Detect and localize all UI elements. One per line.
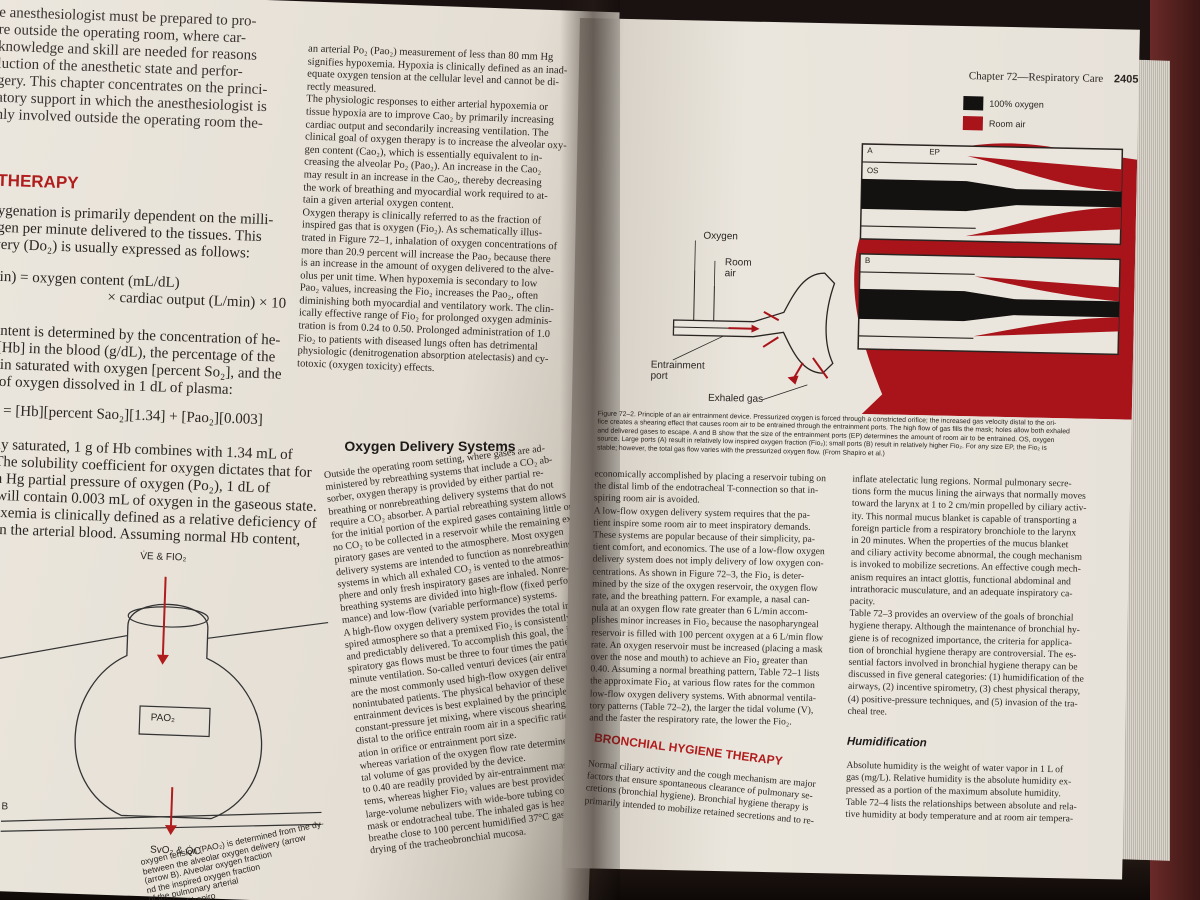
diagram-label-b: B (1, 801, 9, 813)
oxygen-label: Oxygen (703, 230, 739, 243)
inflow-arrow (161, 576, 167, 657)
oxygenation-text: xygenation is primarily dependent on the… (0, 202, 274, 263)
chapter-title: Chapter 72—Respiratory Care (968, 70, 1104, 85)
exhaled-gas-label: Exhaled gas (707, 392, 764, 405)
humidification-text: Absolute humidity is the weight of water… (845, 760, 1077, 826)
pao2-label: PAO₂ (150, 712, 176, 725)
formula-oxygen-delivery: min) = oxygen content (mL/dL) × cardiac … (0, 268, 287, 312)
legend-swatch (963, 96, 984, 111)
entrainment-port-label: Entrainment port (650, 359, 705, 382)
panel-a-label: A (867, 146, 873, 156)
content-text: content is determined by the concentrati… (0, 322, 283, 400)
formula-oxygen-content: O₂ = [Hb][percent Sao₂][1.34] + [Pao₂][0… (0, 402, 264, 429)
intro-text: e anesthesiologist must be prepared to p… (0, 5, 270, 133)
ve-fio2-label: V̇E & FIO₂ (140, 550, 187, 564)
room-air-label: Room air (724, 257, 752, 280)
outflow-arrow (169, 787, 174, 828)
humidification-heading: Humidification (846, 735, 927, 750)
left-page: e anesthesiologist must be prepared to p… (0, 0, 620, 900)
air-entrainment-figure (672, 143, 1138, 420)
low-flow-text: economically accomplished by placing a r… (589, 468, 826, 729)
alveolus-diagram (0, 576, 329, 836)
page-number: 2405 (1113, 73, 1139, 86)
figure-72-2-caption: Figure 72–2. Principle of an air entrain… (597, 410, 1070, 462)
hypoxemia-text: an arterial Po₂ (Pao₂) measurement of le… (297, 43, 570, 379)
mucus-text: inflate atelectatic lung regions. Normal… (847, 474, 1088, 723)
oxygen-source-os-label: OS (866, 166, 879, 176)
legend-item: 100% oxygen (963, 96, 1044, 112)
panel-b-label: B (864, 256, 871, 266)
book-gutter-shadow (560, 0, 620, 900)
right-page: Chapter 72—Respiratory Care 2405 100% ox… (562, 18, 1140, 880)
saturation-text: fully saturated, 1 g of Hb combines with… (0, 436, 319, 550)
legend-label: 100% oxygen (989, 98, 1044, 110)
running-header: Chapter 72—Respiratory Care 2405 (969, 70, 1139, 86)
entrainment-port-ep-label: EP (929, 147, 941, 157)
therapy-heading: THERAPY (0, 170, 79, 193)
